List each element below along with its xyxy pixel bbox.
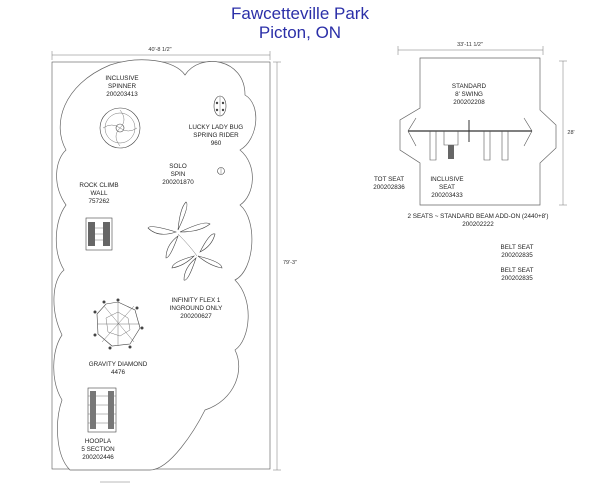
beam-label-1: 2 SEATS ~ STANDARD BEAM ADD-ON (2440+8') bbox=[408, 213, 549, 220]
swing-label-3: 200202208 bbox=[453, 99, 485, 106]
page-title: Fawcetteville Park bbox=[231, 4, 369, 23]
spinner-label-1: INCLUSIVE bbox=[105, 75, 138, 82]
right-height-label: 28' bbox=[567, 130, 574, 136]
spinner-label-2: SPINNER bbox=[108, 83, 136, 90]
right-width-dimension: 33'-11 1/2" bbox=[397, 42, 544, 55]
swing-frame-symbol bbox=[407, 117, 533, 147]
infinity-label-3: 200200627 bbox=[180, 313, 212, 320]
swing-label-1: STANDARD bbox=[452, 83, 487, 90]
tot-seat-label-2: 200202836 bbox=[373, 184, 405, 191]
solo-spin-symbol bbox=[217, 167, 225, 175]
right-width-label: 33'-11 1/2" bbox=[457, 42, 483, 48]
gravity-diamond-symbol bbox=[93, 298, 144, 350]
left-width-dimension: 40'-8 1/2" bbox=[51, 47, 271, 60]
right-height-dimension: 28' bbox=[559, 60, 575, 206]
rockclimb-label-1: ROCK CLIMB bbox=[79, 182, 118, 189]
inclusive-seat-label-2: SEAT bbox=[439, 184, 455, 191]
left-height-label: 79'-3" bbox=[283, 260, 297, 266]
hoopla-label-2: 5 SECTION bbox=[81, 446, 115, 453]
belt-seat-1-code: 200202835 bbox=[501, 252, 533, 259]
inclusive-seat-label-1: INCLUSIVE bbox=[430, 176, 463, 183]
solo-label-1: SOLO bbox=[169, 163, 187, 170]
tot-seat-label-1: TOT SEAT bbox=[374, 176, 404, 183]
rockclimb-label-2: WALL bbox=[91, 190, 108, 197]
belt-seat-2-label: BELT SEAT bbox=[501, 267, 534, 274]
solo-label-2: SPIN bbox=[171, 171, 186, 178]
ladybug-label-2: SPRING RIDER bbox=[193, 132, 239, 139]
ladybug-label-1: LUCKY LADY BUG bbox=[189, 124, 243, 131]
left-play-area-outline bbox=[53, 59, 257, 471]
hoopla-label-3: 200202446 bbox=[82, 454, 114, 461]
spinner-label-3: 200203413 bbox=[106, 91, 138, 98]
hoopla-label-1: HOOPLA bbox=[85, 438, 112, 445]
swing-seats-symbol bbox=[429, 131, 509, 161]
rockclimb-label-3: 757262 bbox=[88, 198, 110, 205]
infinity-flex-symbol bbox=[147, 201, 223, 281]
infinity-label-2: INGROUND ONLY bbox=[170, 305, 224, 312]
left-height-dimension: 79'-3" bbox=[273, 61, 297, 471]
ladybug-label-3: 960 bbox=[211, 140, 222, 147]
gravity-label-1: GRAVITY DIAMOND bbox=[89, 361, 148, 368]
beam-label-2: 200202222 bbox=[462, 221, 494, 228]
ladybug-spring-rider-symbol bbox=[213, 95, 227, 117]
belt-seat-2-code: 200202835 bbox=[501, 275, 533, 282]
swing-label-2: 8' SWING bbox=[455, 91, 483, 98]
solo-label-3: 200201870 bbox=[162, 179, 194, 186]
belt-seat-1-label: BELT SEAT bbox=[501, 244, 534, 251]
page-subtitle: Picton, ON bbox=[258, 23, 342, 42]
left-width-label: 40'-8 1/2" bbox=[148, 47, 171, 53]
inclusive-seat-label-3: 200203433 bbox=[431, 192, 463, 199]
rock-climb-wall-symbol bbox=[85, 217, 113, 251]
gravity-label-2: 4476 bbox=[111, 369, 126, 376]
infinity-label-1: INFINITY FLEX 1 bbox=[172, 297, 221, 304]
inclusive-spinner-symbol bbox=[99, 107, 141, 149]
hoopla-symbol bbox=[87, 387, 117, 433]
